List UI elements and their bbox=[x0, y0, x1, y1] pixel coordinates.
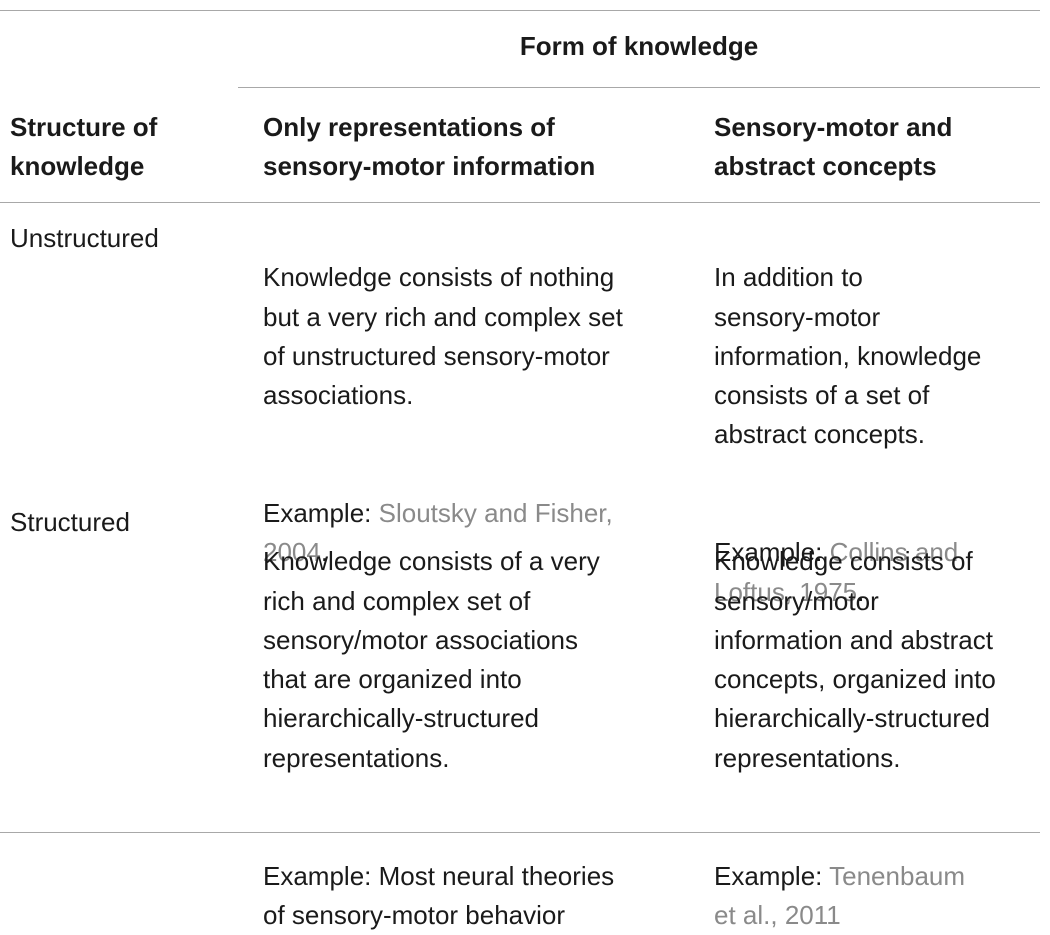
table-cell: In addition to sensory-motor information… bbox=[714, 219, 981, 612]
citation-link[interactable]: Sloutsky and Fisher, 2004 bbox=[263, 498, 613, 568]
table-cell: Knowledge consists of nothing but a very… bbox=[263, 219, 623, 573]
column-header-sensory-abstract: Sensory-motor and abstract concepts bbox=[714, 112, 953, 182]
column-header-sensory-only: Only representations of sensory-motor in… bbox=[263, 112, 596, 182]
table-cell: Knowledge consists of a very rich and co… bbox=[263, 503, 614, 935]
spanning-header: Form of knowledge bbox=[519, 31, 759, 61]
cell-text: Knowledge consists of nothing but a very… bbox=[263, 262, 623, 411]
table-cell: Knowledge consists of sensory/motor info… bbox=[714, 503, 996, 935]
header-bottom-rule bbox=[0, 202, 1040, 203]
bottom-rule bbox=[0, 832, 1040, 833]
row-header-label: Structure of knowledge bbox=[10, 112, 158, 182]
cell-text: Knowledge consists of sensory/motor info… bbox=[714, 546, 996, 773]
example-prefix: Example: bbox=[263, 498, 379, 529]
example-prefix: Example: bbox=[714, 860, 830, 891]
citation-link[interactable]: Collins and Loftus, 1975 bbox=[714, 537, 959, 607]
row-label-unstructured: Unstructured bbox=[10, 223, 159, 253]
cell-text: Knowledge consists of a very rich and co… bbox=[263, 546, 600, 773]
example-suffix: . bbox=[320, 537, 329, 568]
cell-text: In addition to sensory-motor information… bbox=[714, 262, 982, 450]
example-prefix: Example: Most neural theories of sensory… bbox=[263, 860, 615, 930]
example-suffix: . bbox=[857, 576, 865, 607]
top-rule bbox=[0, 10, 1040, 11]
spanning-header-rule bbox=[238, 87, 1040, 88]
example-prefix: Example: bbox=[714, 537, 830, 568]
row-label-structured: Structured bbox=[10, 507, 130, 537]
